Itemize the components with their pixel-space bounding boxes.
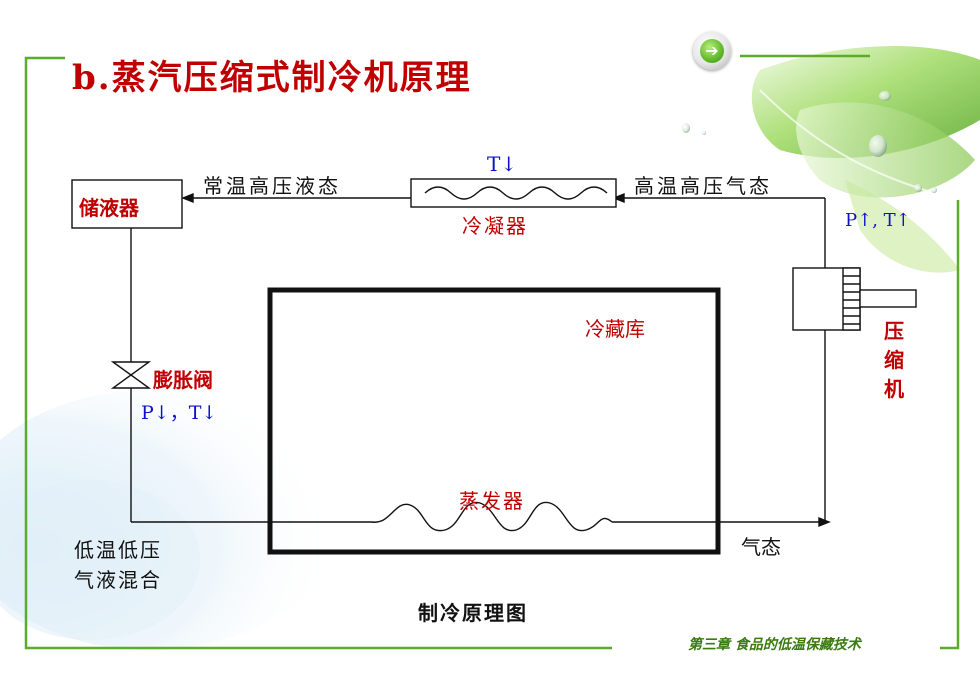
cold-room-box (267, 287, 721, 555)
condenser-label: 冷凝器 (462, 214, 528, 238)
leaf-decoration (751, 46, 980, 273)
compressor-label-1: 压 (884, 319, 904, 343)
valve-change-label: P↓，T↓ (141, 402, 218, 424)
slide-title: b.蒸汽压缩式制冷机原理 (72, 58, 472, 98)
expansion-valve-symbol (110, 361, 152, 389)
mist-decoration (0, 390, 340, 650)
refrigeration-diagram (71, 178, 917, 555)
evaporator-coil (371, 501, 613, 532)
expansion-valve-label: 膨胀阀 (153, 368, 213, 392)
liquid-state-label: 常温高压液态 (203, 174, 341, 198)
arrow-right-icon: ➔ (700, 39, 724, 63)
receiver-box (71, 179, 183, 229)
cold-room-label: 冷藏库 (585, 317, 645, 341)
receiver-label: 储液器 (79, 196, 139, 220)
water-drop-icons (682, 91, 937, 193)
arrow-to-receiver (181, 192, 194, 204)
arrow-to-compressor-inlet (818, 516, 831, 528)
diagram-caption: 制冷原理图 (418, 601, 528, 625)
evaporator-label: 蒸发器 (459, 489, 525, 513)
next-slide-button[interactable]: ➔ (693, 32, 731, 70)
arrow-to-condenser (612, 192, 625, 204)
compressor-shaft (859, 289, 917, 308)
compressor-piston (842, 267, 861, 331)
condenser-coil (424, 186, 608, 200)
compressor-label-2: 缩 (884, 348, 904, 372)
mix-state-label-2: 气液混合 (74, 568, 162, 592)
gas-state-high-label: 高温高压气态 (634, 174, 772, 198)
compressor-change-label: P↑, T↑ (845, 210, 911, 231)
condenser-box (410, 178, 617, 208)
gas-state-label: 气态 (741, 535, 781, 559)
compressor-label-3: 机 (884, 377, 904, 401)
slide-frame (24, 54, 960, 650)
mix-state-label-1: 低温低压 (74, 538, 162, 562)
condenser-temp-label: T↓ (487, 152, 518, 176)
chapter-footer: 第三章 食品的低温保藏技术 (688, 637, 861, 653)
